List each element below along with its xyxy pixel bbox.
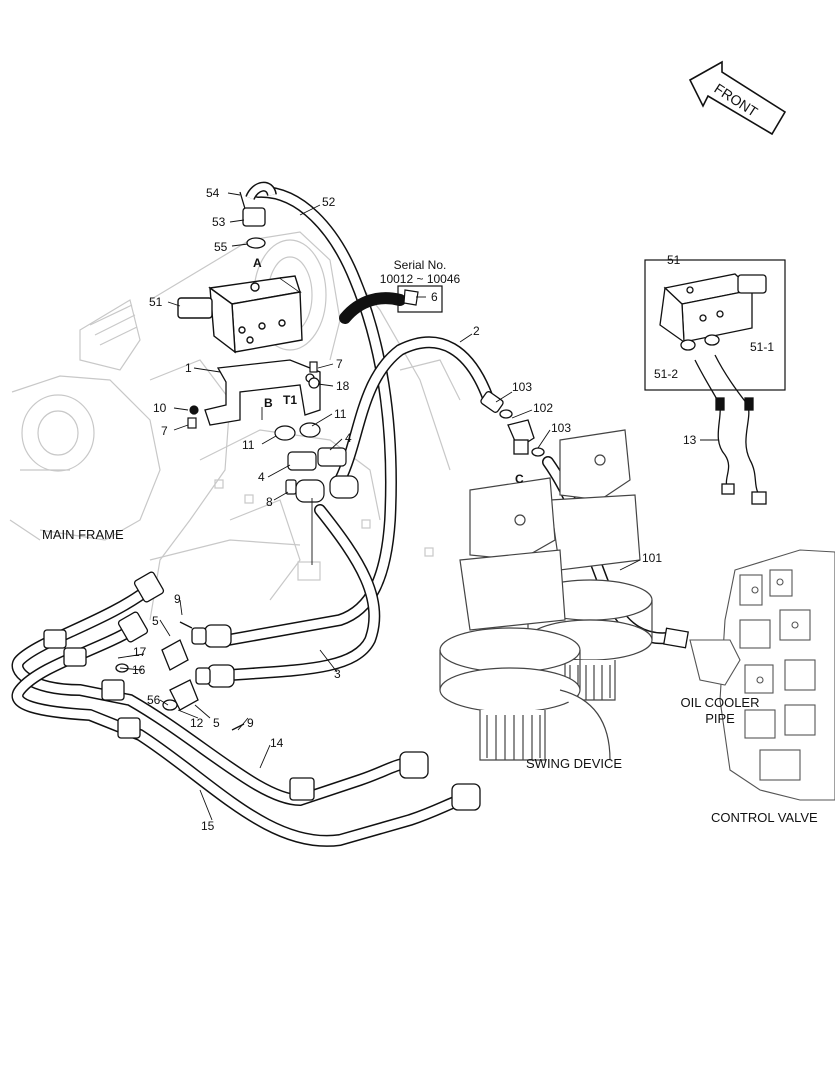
part-12: 12 bbox=[190, 716, 204, 730]
part-1: 1 bbox=[185, 361, 192, 375]
part-14: 14 bbox=[270, 736, 284, 750]
port-b: B bbox=[264, 396, 273, 410]
part-103b: 103 bbox=[551, 421, 572, 435]
valve-block-51 bbox=[177, 275, 303, 354]
part-8: 8 bbox=[266, 495, 273, 509]
part-2: 2 bbox=[473, 324, 480, 338]
part-15: 15 bbox=[201, 819, 215, 833]
part-6: 6 bbox=[431, 290, 438, 304]
part-103a: 103 bbox=[512, 380, 533, 394]
area-main-frame: MAIN FRAME bbox=[42, 527, 124, 542]
swing-device bbox=[439, 429, 653, 761]
detail-box-51 bbox=[644, 259, 786, 391]
hose-3 bbox=[224, 504, 381, 681]
pipe-14 bbox=[11, 582, 421, 807]
part-53: 53 bbox=[212, 215, 226, 229]
pipe-clamps bbox=[43, 571, 481, 811]
serial-range: 10012 ~ 10046 bbox=[379, 272, 461, 286]
part-9a: 9 bbox=[174, 592, 181, 606]
part-52: 52 bbox=[322, 195, 336, 209]
part-51: 51 bbox=[149, 295, 163, 309]
part-51-1: 51-1 bbox=[750, 340, 775, 354]
part-55: 55 bbox=[214, 240, 228, 254]
bracket-1 bbox=[204, 359, 321, 426]
top-fitting-assembly bbox=[239, 181, 277, 249]
area-oil-cooler-2: PIPE bbox=[705, 711, 735, 726]
part-3: 3 bbox=[334, 667, 341, 681]
front-direction-arrow bbox=[688, 60, 787, 136]
part-11b: 11 bbox=[242, 438, 255, 452]
port-t1: T1 bbox=[283, 393, 298, 407]
part-11a: 11 bbox=[334, 407, 347, 421]
part-5b: 5 bbox=[213, 716, 220, 730]
part-5a: 5 bbox=[152, 614, 159, 628]
part-56: 56 bbox=[147, 693, 161, 707]
part-16: 16 bbox=[132, 663, 146, 677]
part-7a: 7 bbox=[336, 357, 343, 371]
area-swing-device: SWING DEVICE bbox=[526, 756, 623, 771]
area-control-valve: CONTROL VALVE bbox=[711, 810, 818, 825]
part-9b: 9 bbox=[247, 716, 254, 730]
part-51-detail: 51 bbox=[667, 253, 681, 267]
part-102: 102 bbox=[533, 401, 554, 415]
area-oil-cooler-1: OIL COOLER bbox=[680, 695, 760, 710]
part-4b: 4 bbox=[258, 470, 265, 484]
hose-2 bbox=[334, 292, 494, 486]
part-10: 10 bbox=[153, 401, 167, 415]
port-a: A bbox=[253, 256, 262, 270]
part-101: 101 bbox=[642, 551, 663, 565]
part-7b: 7 bbox=[161, 424, 168, 438]
port-c: C bbox=[515, 472, 524, 486]
small-fittings bbox=[187, 289, 419, 503]
part-17: 17 bbox=[133, 645, 147, 659]
part-4a: 4 bbox=[345, 431, 352, 445]
swing-fittings bbox=[480, 391, 545, 457]
serial-box bbox=[397, 285, 443, 313]
part-54: 54 bbox=[206, 186, 220, 200]
hose-couplings bbox=[115, 621, 245, 731]
part-18: 18 bbox=[336, 379, 350, 393]
control-valve bbox=[689, 549, 835, 801]
serial-title: Serial No. bbox=[393, 258, 447, 272]
part-51-2: 51-2 bbox=[654, 367, 679, 381]
part-13: 13 bbox=[683, 433, 697, 447]
harness-13 bbox=[694, 354, 767, 505]
